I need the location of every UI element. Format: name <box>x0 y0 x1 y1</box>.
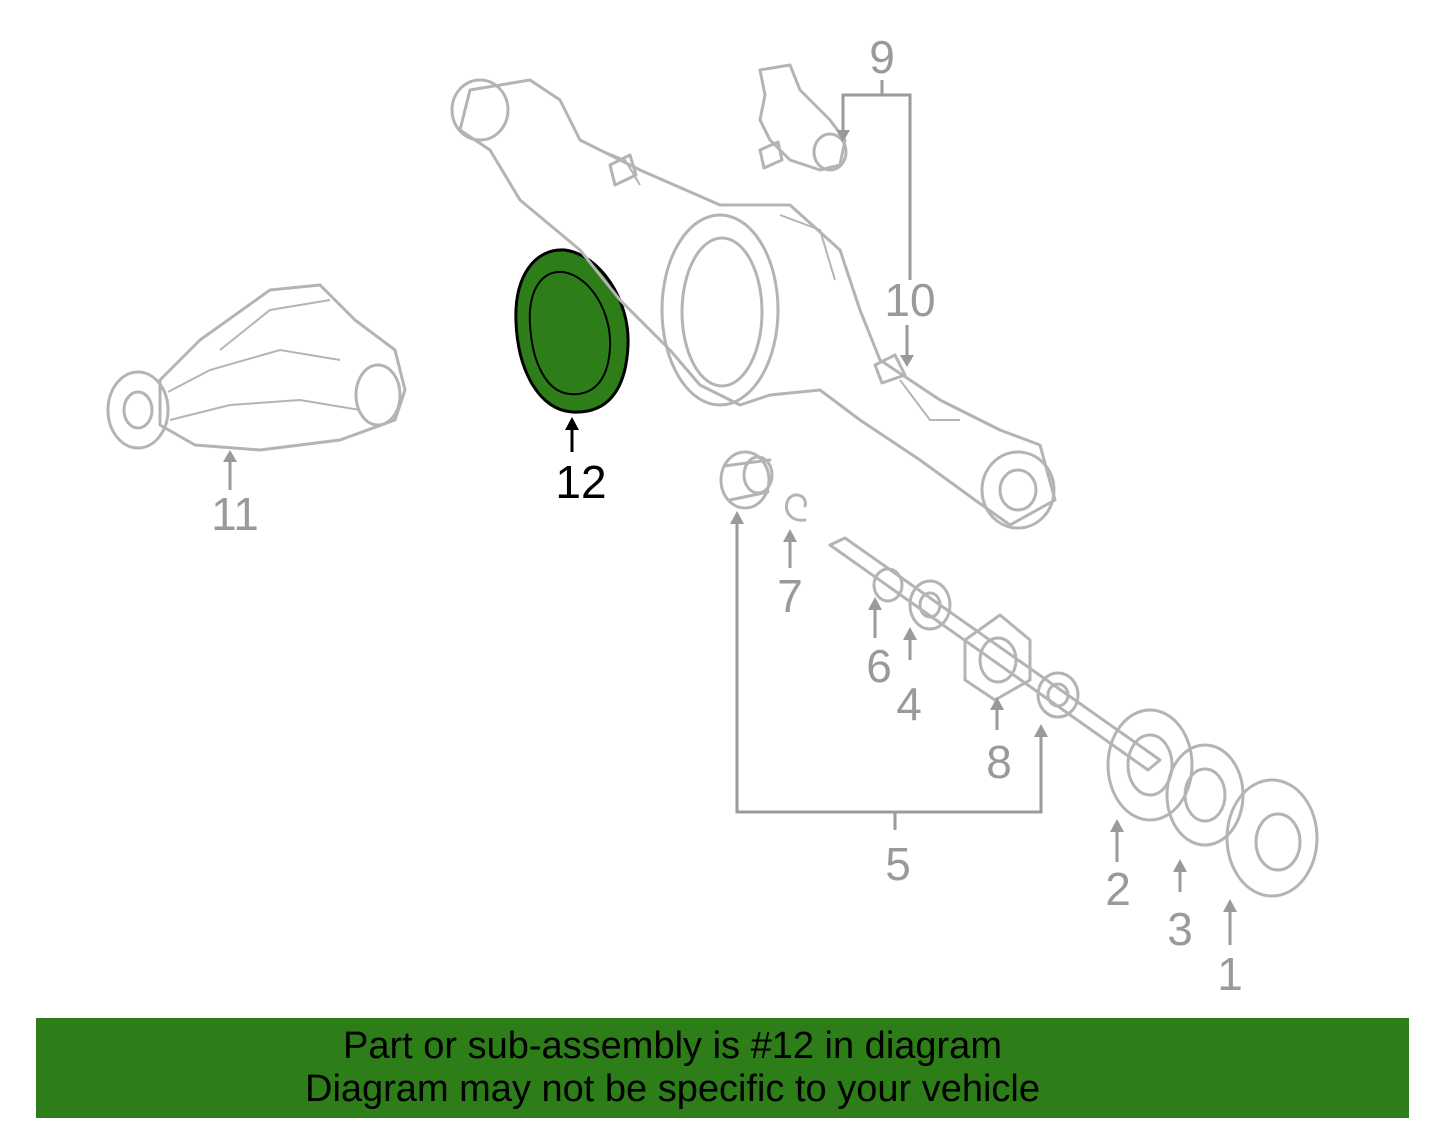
snap-ring-part <box>784 493 807 522</box>
banner-line-part-number: Part or sub-assembly is #12 in diagram <box>343 1025 1002 1067</box>
info-banner: Part or sub-assembly is #12 in diagram D… <box>36 1018 1409 1118</box>
callout-8: 8 <box>986 736 1012 788</box>
callout-6: 6 <box>866 640 892 692</box>
differential-carrier-part <box>106 283 407 452</box>
axle-parts-diagram: 9 10 11 12 7 6 4 8 5 2 3 1 <box>106 31 1319 1000</box>
retainer-plate-part <box>1106 708 1194 822</box>
leader-lines <box>223 80 1237 945</box>
shim-plate-part <box>1165 743 1245 847</box>
callout-4: 4 <box>896 678 922 730</box>
callout-12: 12 <box>555 456 606 508</box>
oil-seal-part <box>719 450 774 510</box>
breather-bracket-part <box>758 63 848 172</box>
callout-5: 5 <box>885 838 911 890</box>
axle-shaft-part <box>828 536 1162 772</box>
callout-10: 10 <box>884 274 935 326</box>
gasket-part-highlighted[interactable] <box>514 248 630 414</box>
gasket-inner <box>528 270 612 396</box>
callout-3: 3 <box>1167 903 1193 955</box>
banner-line-disclaimer: Diagram may not be specific to your vehi… <box>305 1068 1040 1110</box>
callout-1: 1 <box>1217 948 1243 1000</box>
hub-flange-part <box>1225 778 1319 898</box>
callout-11: 11 <box>211 488 259 540</box>
callout-2: 2 <box>1105 863 1131 915</box>
callout-7: 7 <box>777 570 803 622</box>
axle-housing-part <box>450 78 1057 530</box>
callout-9: 9 <box>869 31 895 83</box>
